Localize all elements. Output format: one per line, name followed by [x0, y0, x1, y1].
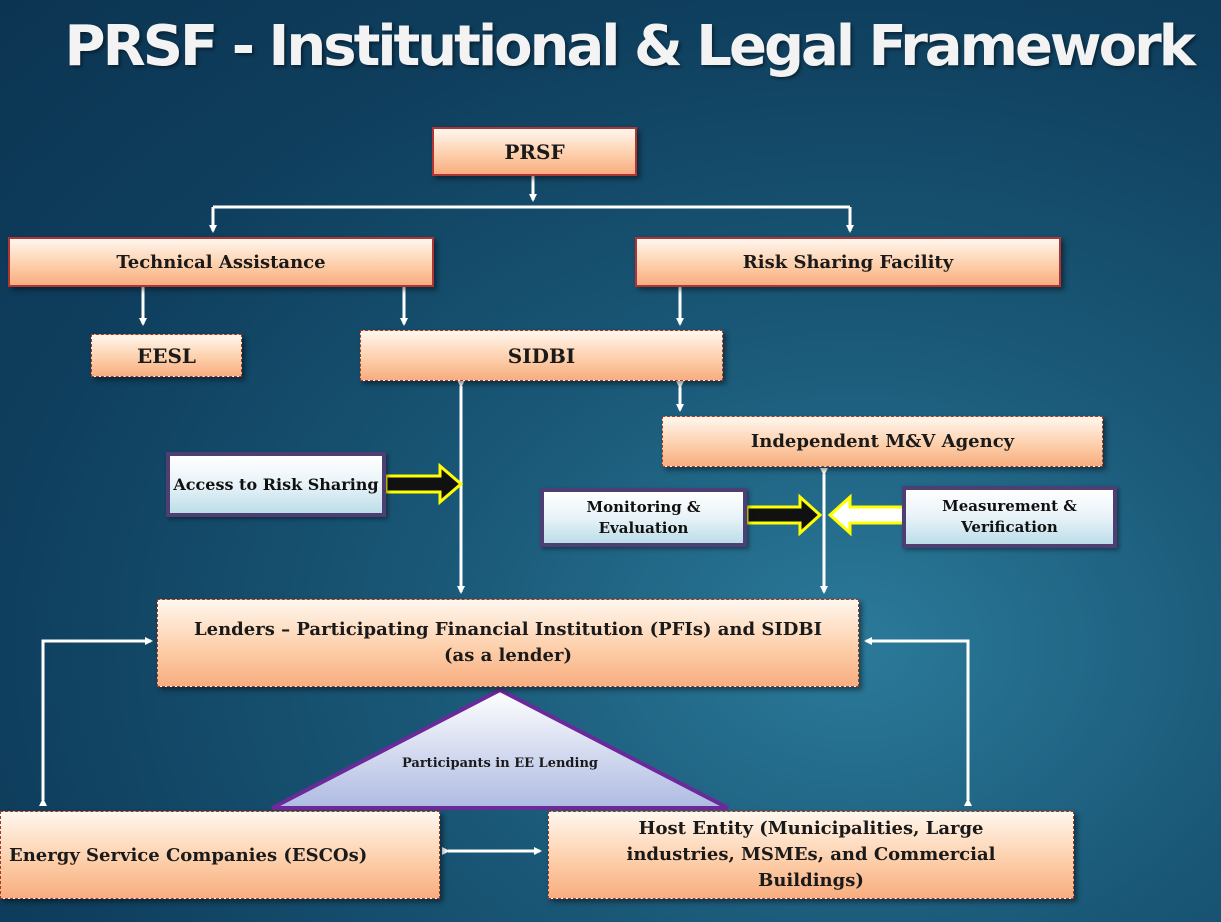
- monitoring-evaluation-box: Monitoring & Evaluation: [540, 488, 747, 547]
- risk-sharing-facility-box: Risk Sharing Facility: [635, 237, 1061, 287]
- participants-label: Participants in EE Lending: [401, 756, 598, 771]
- hollow-arrow-measurement: [827, 493, 906, 537]
- prsf-box: PRSF: [432, 127, 637, 176]
- eesl-box: EESL: [91, 334, 242, 377]
- access-risk-sharing-box: Access to Risk Sharing: [166, 452, 386, 517]
- connector-lenders-escos: [39, 637, 153, 806]
- lenders-box: Lenders – Participating Financial Instit…: [157, 599, 859, 687]
- technical-assistance-box: Technical Assistance: [8, 237, 434, 287]
- host-entity-box: Host Entity (Municipalities, Large indus…: [548, 811, 1074, 899]
- sidbi-box: SIDBI: [360, 330, 723, 381]
- escos-box: Energy Service Companies (ESCOs): [0, 811, 440, 899]
- hollow-arrow-monitoring: [745, 493, 823, 537]
- hollow-arrow-access: [384, 462, 464, 506]
- measurement-verification-box: Measurement & Verification: [902, 486, 1117, 548]
- connector-lenders-host: [864, 637, 972, 806]
- participants-triangle: [271, 687, 729, 810]
- page-title: PRSF - Institutional & Legal Framework: [64, 14, 1196, 79]
- mv-agency-box: Independent M&V Agency: [662, 416, 1103, 467]
